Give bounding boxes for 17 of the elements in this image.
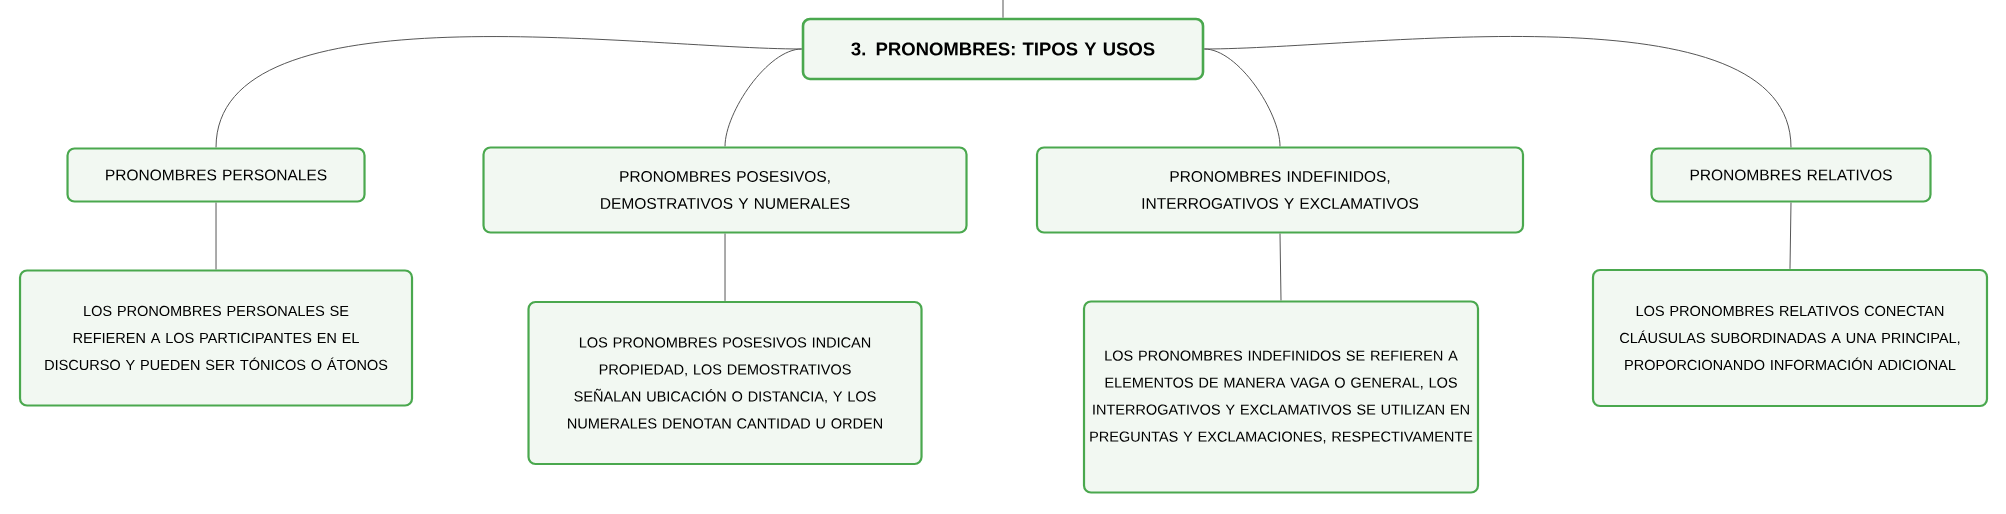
description-box: LOS PRONOMBRES INDEFINIDOS SE REFIEREN A ELEMENTOS DE MANERA VAGA O GENERAL, LOS INTERROGATIVOS Y EXCLAMATIVOS SE UTILIZAN EN PREGUNTAS Y EXCLAMACIONES, RESPECTIVAMENTE bbox=[1082, 300, 1480, 494]
connector-line bbox=[724, 48, 803, 147]
connector-line bbox=[215, 36, 803, 148]
category-box: PRONOMBRES RELATIVOS bbox=[1650, 147, 1932, 203]
description-box: LOS PRONOMBRES PERSONALES SE REFIEREN A LOS PARTICIPANTES EN EL DISCURSO Y PUEDEN SER TÓNICOS O ÁTONOS bbox=[18, 269, 414, 407]
connector-line bbox=[1279, 233, 1282, 301]
category-box: PRONOMBRES PERSONALES bbox=[66, 147, 366, 203]
description-box: LOS PRONOMBRES POSESIVOS INDICAN PROPIEDAD, LOS DEMOSTRATIVOS SEÑALAN UBICACIÓN O DISTANCIA, Y LOS NUMERALES DENOTAN CANTIDAD U ORDEN bbox=[527, 300, 923, 466]
connector-line bbox=[724, 233, 726, 302]
connector-line bbox=[1002, 0, 1004, 19]
category-box: PRONOMBRES POSESIVOS, DEMOSTRATIVOS Y NUMERALES bbox=[482, 146, 968, 234]
connector-line bbox=[1203, 36, 1792, 148]
connector-line bbox=[215, 202, 217, 270]
connector-line bbox=[1789, 202, 1792, 270]
topic-box: 3. PRONOMBRES: TIPOS Y USOS bbox=[801, 17, 1205, 81]
category-box: PRONOMBRES INDEFINIDOS, INTERROGATIVOS Y EXCLAMATIVOS bbox=[1035, 146, 1525, 234]
description-box: LOS PRONOMBRES RELATIVOS CONECTAN CLÁUSULAS SUBORDINADAS A UNA PRINCIPAL, PROPORCIONANDO INFORMACIÓN ADICIONAL bbox=[1591, 268, 1989, 408]
